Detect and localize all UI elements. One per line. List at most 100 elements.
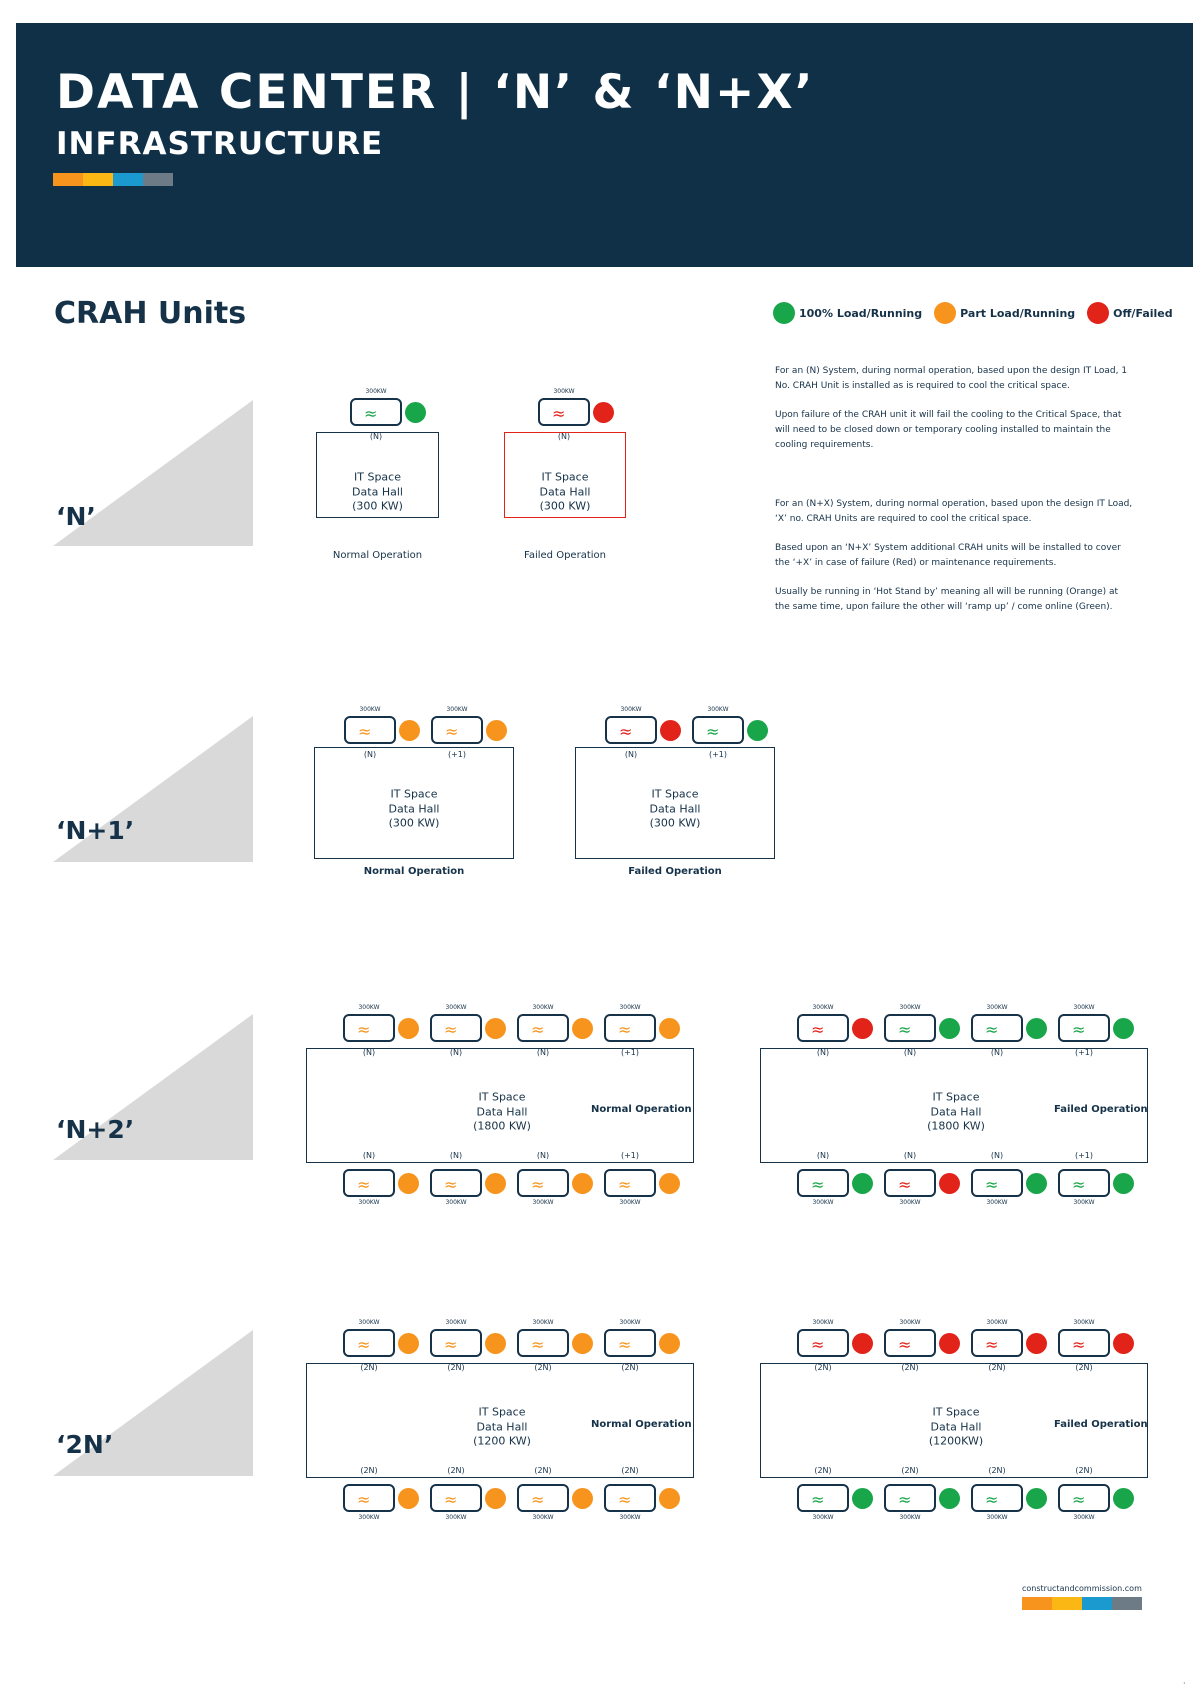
crah-unit	[350, 398, 402, 426]
operation-caption: Failed Operation	[524, 550, 606, 561]
fan-icon: ≈	[531, 1335, 545, 1354]
unit-capacity-label: 300KW	[446, 706, 468, 713]
unit-redundancy-tag: (N)	[362, 1151, 376, 1160]
fan-icon: ≈	[898, 1020, 912, 1039]
crah-unit	[605, 716, 657, 744]
crah-unit	[884, 1329, 936, 1357]
legend-green-dot	[773, 302, 795, 324]
footer-stripe-grey	[1112, 1597, 1142, 1610]
unit-capacity-label: 300KW	[532, 1514, 554, 1521]
crah-unit	[430, 1169, 482, 1197]
status-indicator-orange	[485, 1333, 506, 1354]
unit-capacity-label: 300KW	[358, 1319, 380, 1326]
crah-unit	[884, 1169, 936, 1197]
hall-text-line: Data Hall	[352, 484, 403, 498]
status-indicator-orange	[572, 1018, 593, 1039]
unit-redundancy-tag: (N)	[990, 1048, 1004, 1057]
unit-capacity-label: 300KW	[365, 388, 387, 395]
unit-redundancy-tag: (2N)	[814, 1363, 832, 1372]
hall-text-line: IT Space	[354, 470, 401, 484]
status-indicator-orange	[485, 1173, 506, 1194]
hall-text-line: IT Space	[390, 787, 438, 801]
status-indicator-orange	[485, 1488, 506, 1509]
hall-text-line: IT Space	[478, 1405, 526, 1419]
unit-redundancy-tag: (2N)	[447, 1466, 465, 1475]
row-n1-triangle	[53, 716, 253, 862]
stripe-blue	[113, 173, 143, 186]
operation-label: Failed Operation	[1054, 1419, 1148, 1430]
unit-redundancy-tag: (+1)	[620, 1151, 640, 1160]
crah-unit	[431, 716, 483, 744]
operation-label: Normal Operation	[591, 1104, 692, 1115]
hall-text-line: Data Hall	[930, 1104, 982, 1118]
status-indicator-red	[660, 720, 681, 741]
status-indicator-green	[1026, 1488, 1047, 1509]
status-indicator-orange	[399, 720, 420, 741]
fan-icon: ≈	[1072, 1175, 1086, 1194]
unit-redundancy-tag: (+1)	[1074, 1048, 1094, 1057]
crah-unit	[517, 1329, 569, 1357]
status-indicator-orange	[659, 1018, 680, 1039]
fan-icon: ≈	[619, 722, 633, 741]
fan-icon: ≈	[444, 1020, 458, 1039]
crah-unit	[1058, 1484, 1110, 1512]
operation-caption: Normal Operation	[332, 550, 423, 561]
fan-icon: ≈	[1072, 1020, 1086, 1039]
unit-redundancy-tag: (2N)	[534, 1466, 552, 1475]
fan-icon: ≈	[811, 1335, 825, 1354]
unit-capacity-label: 300KW	[1073, 1004, 1095, 1011]
crah-unit	[538, 398, 590, 426]
unit-redundancy-tag: (2N)	[814, 1466, 832, 1475]
desc-n-failure: Upon failure of the CRAH unit it will fa…	[775, 410, 1122, 450]
hall-text-line: (300 KW)	[649, 816, 701, 830]
fan-icon: ≈	[552, 404, 566, 423]
hall-text-line: Data Hall	[649, 801, 701, 815]
unit-capacity-label: 300KW	[358, 1514, 380, 1521]
legend-label-failed: Off/Failed	[1113, 306, 1173, 320]
footer-website: constructandcommission.com	[1022, 1584, 1142, 1593]
unit-redundancy-tag: (+1)	[708, 750, 728, 759]
unit-redundancy-tag: (N)	[362, 1048, 376, 1057]
hall-text-line: (300 KW)	[539, 499, 591, 513]
unit-redundancy-tag: (2N)	[447, 1363, 465, 1372]
desc-n-normal: For an (N) System, during normal operati…	[775, 366, 1128, 391]
data-hall	[504, 432, 626, 518]
row-n1-label: ‘N+1’	[56, 816, 135, 845]
unit-capacity-label: 300KW	[812, 1199, 834, 1206]
unit-redundancy-tag: (+1)	[447, 750, 467, 759]
unit-redundancy-tag: (N)	[363, 750, 377, 759]
fan-icon: ≈	[444, 1335, 458, 1354]
crah-unit	[517, 1014, 569, 1042]
row-n2-label: ‘N+2’	[56, 1115, 135, 1144]
unit-capacity-label: 300KW	[899, 1199, 921, 1206]
data-hall	[306, 1363, 694, 1478]
fan-icon: ≈	[898, 1335, 912, 1354]
status-indicator-red	[852, 1333, 873, 1354]
unit-capacity-label: 300KW	[359, 706, 381, 713]
hall-text-line: IT Space	[932, 1405, 980, 1419]
crah-unit	[797, 1169, 849, 1197]
stripe-grey	[143, 173, 173, 186]
crah-unit	[517, 1169, 569, 1197]
operation-caption: Normal Operation	[363, 866, 465, 877]
data-hall	[306, 1048, 694, 1163]
unit-capacity-label: 300KW	[812, 1319, 834, 1326]
footer-stripe-orange	[1022, 1597, 1052, 1610]
desc-nx-standby: Usually be running in ‘Hot Stand by’ mea…	[775, 587, 1119, 612]
hall-text-line: IT Space	[932, 1090, 980, 1104]
crah-unit	[692, 716, 744, 744]
crah-unit	[343, 1484, 395, 1512]
status-indicator-orange	[572, 1173, 593, 1194]
status-indicator-green	[1113, 1173, 1134, 1194]
fan-icon: ≈	[898, 1175, 912, 1194]
status-indicator-red	[939, 1173, 960, 1194]
unit-redundancy-tag: (2N)	[988, 1466, 1006, 1475]
status-indicator-green	[939, 1018, 960, 1039]
legend-orange-dot	[934, 302, 957, 324]
row-n2-triangle	[53, 1014, 253, 1160]
operation-label: Failed Operation	[1054, 1104, 1148, 1115]
unit-redundancy-tag: (N)	[449, 1048, 463, 1057]
